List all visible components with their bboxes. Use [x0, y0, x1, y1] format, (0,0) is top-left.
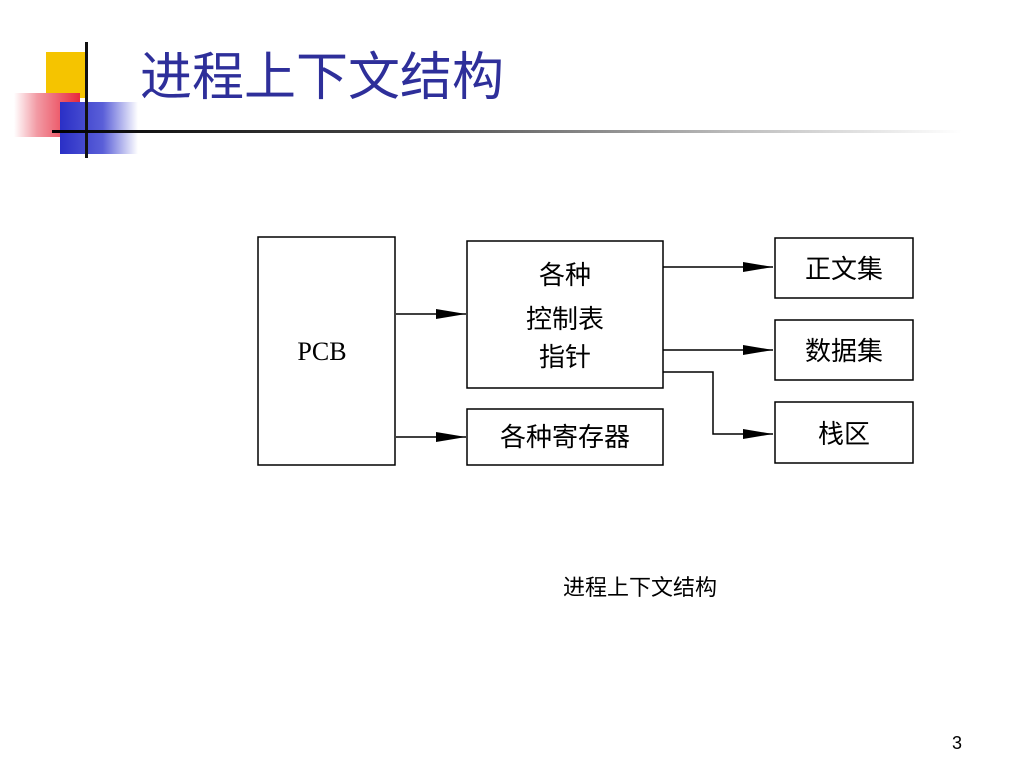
vertical-crossbar: [85, 42, 88, 158]
text-set-node: 正文集: [774, 237, 914, 299]
registers-label: 各种寄存器: [500, 423, 630, 453]
title-rule: [52, 130, 962, 133]
control-tables-line-3: 指针: [539, 343, 591, 373]
corner-decoration: [0, 0, 140, 160]
registers-node: 各种寄存器: [466, 408, 664, 466]
text-set-label: 正文集: [805, 255, 883, 285]
stack-area-label: 栈区: [818, 420, 870, 450]
page-title: 进程上下文结构: [140, 48, 505, 108]
page-number: 3: [951, 733, 962, 753]
data-set-label: 数据集: [805, 337, 883, 367]
control-tables-line-1: 各种: [539, 261, 591, 291]
data-set-node: 数据集: [774, 319, 914, 381]
blue-square: [60, 102, 138, 154]
pcb-label: PCB: [297, 337, 346, 366]
control-tables-line-2: 控制表: [526, 305, 604, 335]
edge-control-tables-to-stack-area: [663, 371, 773, 439]
control-tables-node: 各种 控制表 指针: [466, 240, 664, 389]
diagram-caption: 进程上下文结构: [562, 576, 717, 601]
yellow-square: [46, 52, 88, 98]
stack-area-node: 栈区: [774, 401, 914, 464]
pcb-node: PCB: [257, 236, 396, 466]
